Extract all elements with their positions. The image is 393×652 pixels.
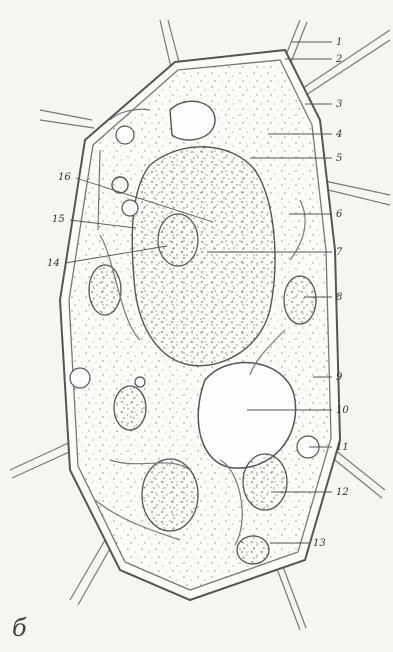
upper-vacuole xyxy=(170,101,215,140)
label-7: 7 xyxy=(336,247,343,258)
label-16: 16 xyxy=(58,172,71,183)
label-5: 5 xyxy=(336,153,342,164)
label-1: 1 xyxy=(336,37,342,48)
label-10: 10 xyxy=(336,405,349,416)
label-11: 11 xyxy=(336,442,349,453)
nucleolus xyxy=(158,214,198,266)
label-14: 14 xyxy=(47,258,60,269)
label-9: 9 xyxy=(336,372,343,383)
label-4: 4 xyxy=(335,129,342,140)
label-6: 6 xyxy=(336,209,343,220)
small-vacuole-2 xyxy=(122,200,138,216)
small-vacuole-3 xyxy=(70,368,90,388)
panel-label: б xyxy=(12,614,27,642)
label-12: 12 xyxy=(336,487,349,498)
label-2: 2 xyxy=(335,54,342,65)
small-vacuole-1 xyxy=(116,126,134,144)
label-13: 13 xyxy=(313,538,326,549)
small-vacuole-5 xyxy=(135,377,145,387)
nucleus xyxy=(132,147,275,366)
label-3: 3 xyxy=(336,99,342,110)
label-8: 8 xyxy=(336,292,342,303)
label-15: 15 xyxy=(52,214,65,225)
